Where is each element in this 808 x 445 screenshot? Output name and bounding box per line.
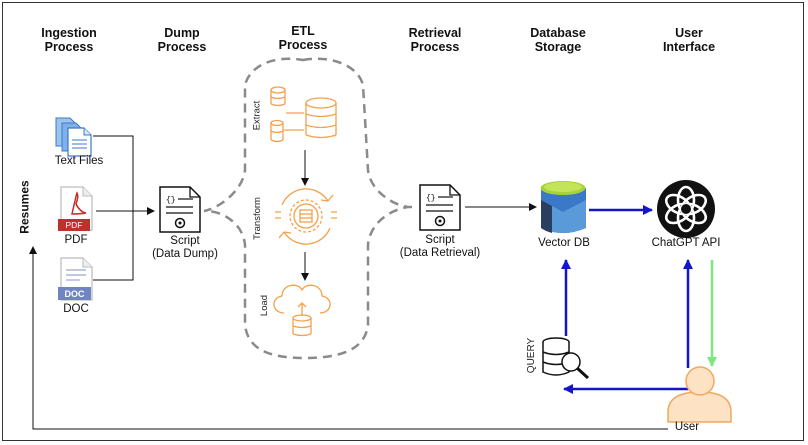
script-dump-icon: {} [159,186,201,233]
transform-label: Transform [251,197,263,240]
chatgpt-label: ChatGPT API [651,237,721,249]
script-dump-label: Script(Data Dump) [152,235,218,260]
extract-icon [270,86,337,143]
load-icon [273,284,331,337]
query-label: QUERY [526,337,538,374]
text-files-icon [55,117,92,157]
doc-badge: DOC [64,289,85,299]
transform-icon [275,188,337,245]
resumes-label: Resumes [17,180,32,234]
pdf-label: PDF [64,234,88,246]
script-retrieval-icon: {} [419,184,461,231]
ingestion-connector [93,135,155,281]
vector-db-icon [540,181,586,233]
extract-label: Extract [251,100,263,131]
svg-text:{}: {} [166,196,176,205]
pdf-badge: PDF [65,220,83,230]
diagram-frame [2,2,804,441]
user-label: User [674,421,700,433]
vector-db-label: Vector DB [538,237,590,249]
query-icon [542,337,590,380]
script-retrieval-label: Script(Data Retrieval) [399,234,481,259]
user-to-resumes-loop [29,246,668,430]
doc-icon [58,257,93,301]
text-files-label: Text Files [54,155,104,167]
user-icon [667,366,732,423]
chatgpt-logo-icon [657,180,715,238]
etl-container [203,57,409,360]
pdf-icon [58,186,93,231]
svg-text:{}: {} [426,194,436,203]
doc-label: DOC [63,303,89,315]
load-label: Load [259,294,271,317]
